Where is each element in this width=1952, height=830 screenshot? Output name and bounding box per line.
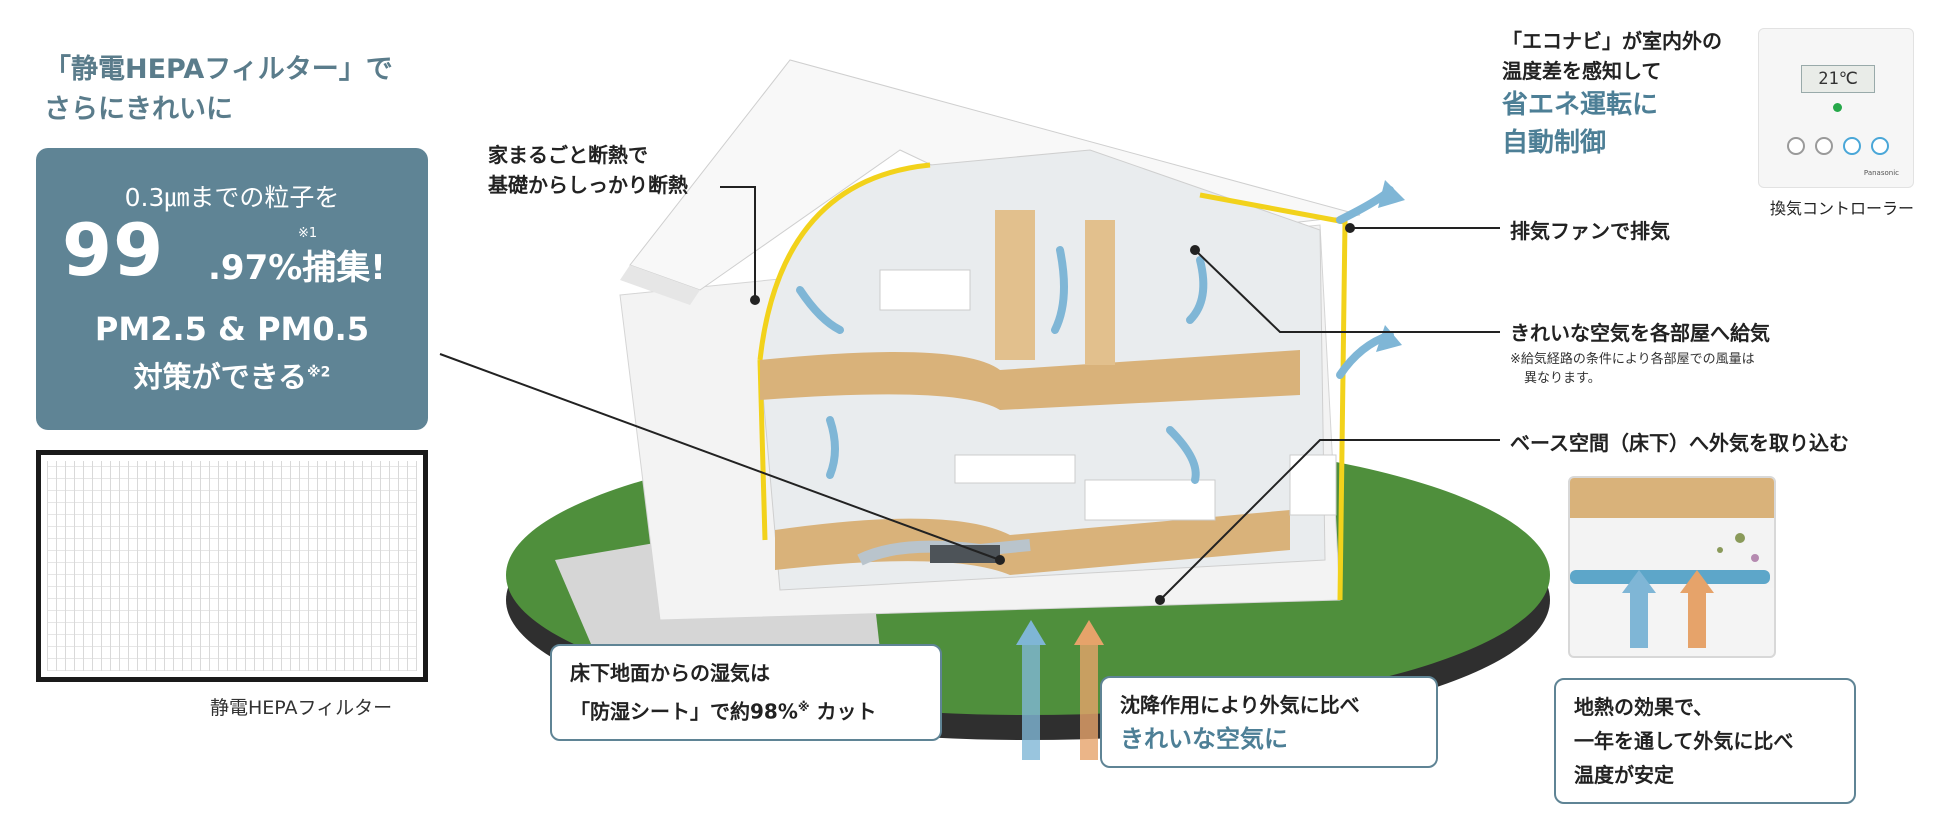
leader-dot (1190, 245, 1200, 255)
leader-lines (439, 186, 1500, 601)
bed (879, 269, 971, 311)
kitchen-counter (1084, 479, 1216, 521)
status-led (1833, 103, 1842, 112)
insulation-line2: 基礎からしっかり断熱 (488, 173, 688, 197)
geo-line2: 一年を通して外気に比べ (1574, 729, 1794, 753)
controller-brand: Panasonic (1863, 169, 1899, 177)
roof-edge (620, 265, 700, 305)
dining-table (954, 454, 1076, 484)
moisture-line2-wrap: 「防湿シート」で約98%※ カット (570, 690, 922, 729)
intake-arrowhead-blue (1016, 620, 1046, 645)
supply-note-line2: 異なります。 (1524, 371, 1601, 386)
ground-floor (775, 510, 1290, 575)
ventilation-unit (930, 545, 1000, 563)
leader-dot (995, 555, 1005, 565)
note-mark-2: ※2 (307, 364, 331, 381)
hepa-heading: 「静電HEPAフィルター」で さらにきれいに (44, 50, 424, 130)
note-mark-1: ※1 (298, 226, 318, 241)
moisture-note: ※ (797, 700, 810, 714)
econavi-line2: 温度差を感知して (1502, 59, 1662, 83)
measure-text: 対策ができる (133, 360, 308, 394)
pm-line: PM2.5 & PM0.5 (94, 310, 370, 348)
supply-text: きれいな空気を各部屋へ給気 (1510, 321, 1770, 345)
partition-2 (1085, 220, 1115, 365)
geo-line1: 地熱の効果で、 (1574, 695, 1714, 719)
econavi-accent1: 省エネ運転に (1502, 90, 1659, 120)
exhaust-callout: 排気ファンで排気 (1510, 219, 1670, 243)
hepa-heading-line2: さらにきれいに (44, 94, 233, 125)
upper-floor (760, 350, 1300, 410)
supply-note-line1: ※給気経路の条件により各部屋での風量は (1510, 352, 1755, 367)
hepa-heading-line1: 「静電HEPAフィルター」で (44, 54, 393, 85)
controller-button (1787, 137, 1805, 155)
econavi-callout: 「エコナビ」が室内外の 温度差を感知して 省エネ運転に 自動制御 (1502, 26, 1722, 162)
intake-arrow-orange (1080, 640, 1098, 760)
hepa-filter-image (36, 450, 428, 682)
intake-callout: ベース空間（床下）へ外気を取り込む (1510, 431, 1849, 455)
insulation-arch (757, 162, 931, 361)
ventilation-controller: 21℃ Panasonic (1758, 28, 1914, 188)
geothermal-bubble: 地熱の効果で、 一年を通して外気に比べ 温度が安定 (1554, 678, 1856, 804)
capture-rate-rest: .97%捕集! (208, 248, 386, 288)
washing-machine (1289, 454, 1337, 516)
filter-mesh (47, 461, 417, 671)
underfloor-diagram (1570, 478, 1774, 648)
filter-caption: 静電HEPAフィルター (210, 697, 393, 719)
supply-callout: きれいな空気を各部屋へ給気 ※給気経路の条件により各部屋での風量は 異なります。 (1510, 318, 1770, 388)
insulation-right (1199, 192, 1348, 601)
moisture-line2: 「防湿シート」で約98% (570, 699, 798, 724)
moisture-bubble: 床下地面からの湿気は 「防湿シート」で約98%※ カット (550, 644, 942, 741)
controller-display: 21℃ (1801, 65, 1875, 93)
econavi-accent2: 自動制御 (1502, 128, 1607, 158)
controller-button (1843, 137, 1861, 155)
controller-button (1815, 137, 1833, 155)
geo-line3: 温度が安定 (1574, 763, 1674, 787)
supply-arrowhead (1376, 325, 1402, 352)
leader-dot (1155, 595, 1165, 605)
underfloor-inset (1568, 476, 1776, 658)
settle-bubble: 沈降作用により外気に比べ きれいな空気に (1100, 676, 1438, 768)
leader-dot (1345, 223, 1355, 233)
moisture-tail: カット (809, 699, 877, 724)
exhaust-arrowhead (1378, 180, 1405, 208)
controller-button (1871, 137, 1889, 155)
econavi-line1: 「エコナビ」が室内外の (1502, 29, 1722, 53)
particle-line: 0.3㎛までの粒子を (124, 183, 340, 212)
hepa-spec-panel: 0.3㎛までの粒子を 99 .97%捕集! ※1 PM2.5 & PM0.5 対… (36, 148, 428, 430)
partition-1 (995, 210, 1035, 360)
insulation-callout: 家まるごと断熱で 基礎からしっかり断熱 (488, 140, 688, 200)
controller-caption: 換気コントローラー (1770, 199, 1915, 218)
intake-arrowhead-orange (1074, 620, 1104, 645)
intake-arrow-blue (1022, 640, 1040, 760)
settle-line1: 沈降作用により外気に比べ (1120, 693, 1360, 717)
leader-dot (750, 295, 760, 305)
measure-line: 対策ができる※2 (36, 354, 428, 396)
capture-rate-big: 99 (62, 208, 165, 292)
insulation-line1: 家まるごと断熱で (488, 143, 648, 167)
settle-accent: きれいな空気に (1120, 725, 1288, 753)
moisture-line1: 床下地面からの湿気は (570, 661, 770, 685)
